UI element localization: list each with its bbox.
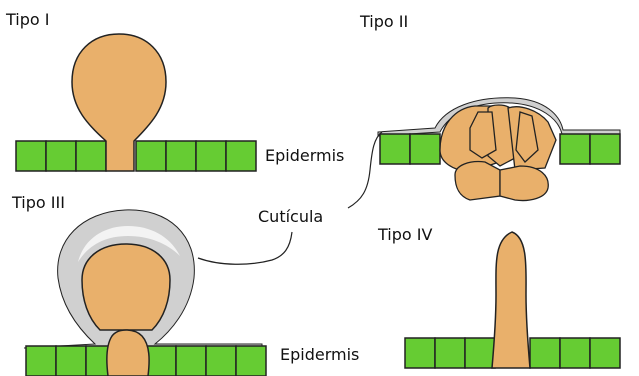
tipo-2-figure: [378, 98, 620, 201]
tipo-4-non-glandular-hair: [492, 232, 530, 368]
tipo-1-label: Tipo I: [5, 10, 49, 29]
cuticula-pointer-to-tipo-2: [348, 132, 382, 208]
tipo-3-label: Tipo III: [11, 193, 65, 212]
tipo-4-label: Tipo IV: [377, 225, 432, 244]
tipo-4-figure: [405, 232, 620, 368]
tipo-3-stalk-cell: [107, 330, 149, 376]
cuticula-pointer-to-tipo-3: [198, 232, 292, 264]
epidermis-label-bottom: Epidermis: [280, 345, 359, 364]
tipo-2-multicellular-hair: [440, 105, 556, 201]
cuticula-label: Cutícula: [258, 207, 323, 226]
tipo-3-glandular-head: [82, 244, 170, 330]
epidermis-label-top: Epidermis: [265, 146, 344, 165]
tipo-2-label: Tipo II: [359, 12, 408, 31]
tipo-1-epidermis: [16, 141, 256, 171]
tipo-3-figure: [24, 210, 266, 376]
tipo-1-figure: [16, 34, 256, 171]
